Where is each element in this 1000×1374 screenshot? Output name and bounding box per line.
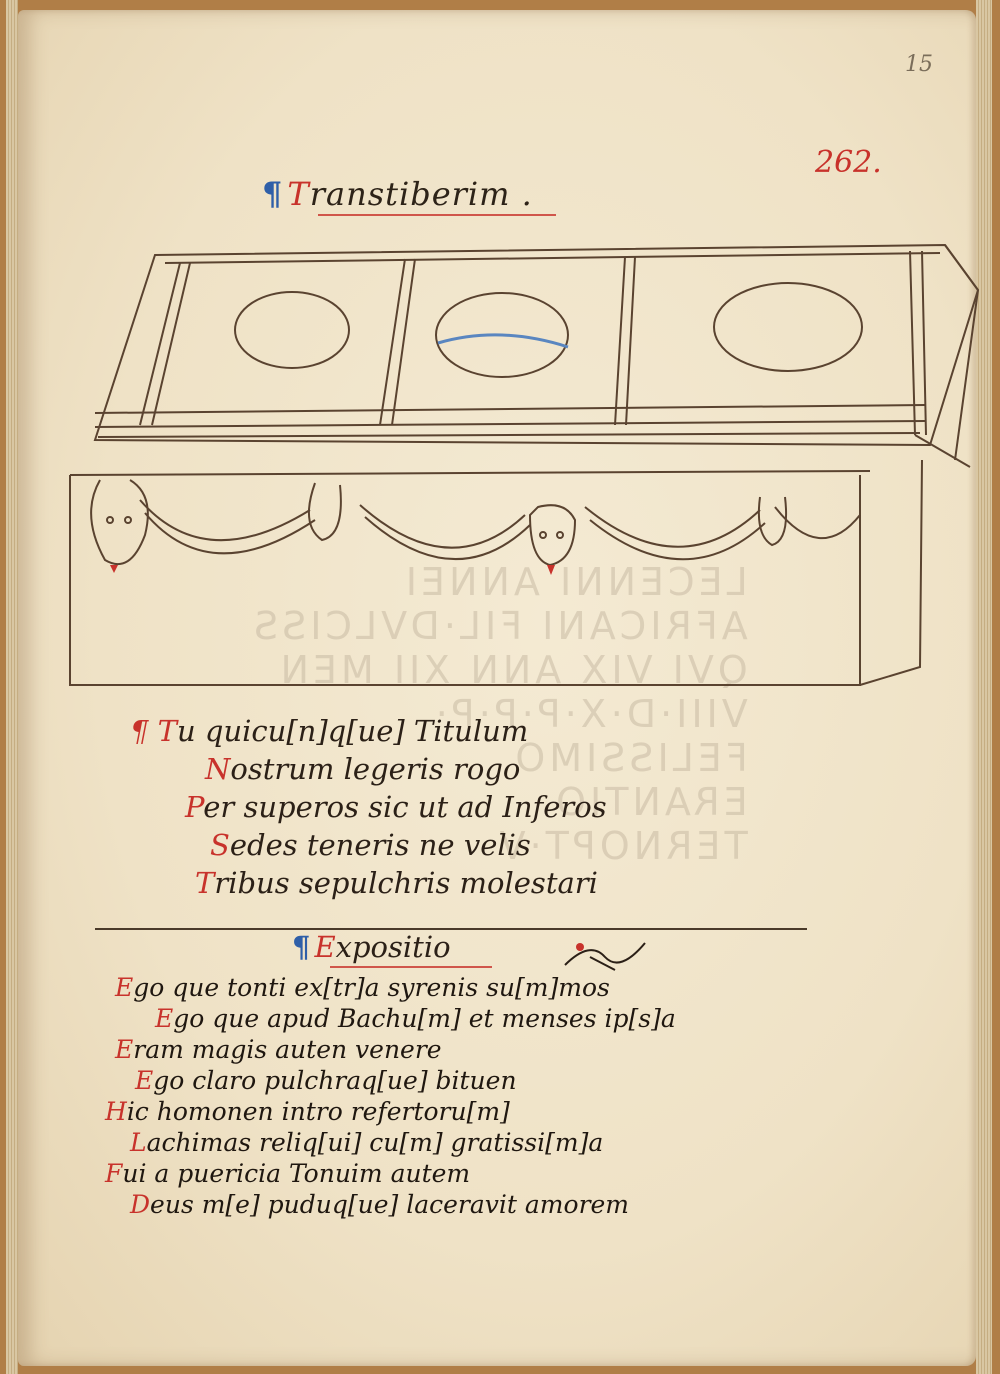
commentary-block: Ego que tonti ex[tr]a syrenis su[m]mos E… [95,972,676,1220]
line-initial: E [115,1035,134,1064]
line-initial: P [185,790,204,824]
inscription-line: Per superos sic ut ad Inferos [130,788,607,826]
expositio-heading: ¶Expositio [292,930,451,964]
commentary-line: Ego que apud Bachu[m] et menses ip[s]a [95,1003,676,1034]
reference-number: 262. [815,145,882,180]
pilcrow-mark: ¶ [292,930,311,964]
line-initial: L [130,1128,147,1157]
pilcrow-mark: ¶ [130,714,149,748]
inscription-line: ¶ Tu quicu[n]q[ue] Titulum [130,712,607,750]
flourish-decoration [564,942,646,971]
inscription-line: Tribus sepulchris molestari [130,864,607,902]
expositio-underline [330,966,492,968]
line-text: u quicu[n]q[ue] Titulum [177,714,529,748]
line-text: ui a puericia Tonuim autem [122,1159,471,1188]
line-text: achimas reliq[ui] cu[m] gratissi[m]a [146,1128,604,1157]
page-edge-left [6,0,18,1374]
line-text: go que tonti ex[tr]a syrenis su[m]mos [133,973,610,1002]
heading-text: xpositio [335,930,451,964]
line-initial: S [210,828,230,862]
inscription-line: Nostrum legeris rogo [130,750,607,788]
line-initial: E [155,1004,174,1033]
line-text: ic homonen intro refertoru[m] [126,1097,510,1126]
line-text: go que apud Bachu[m] et menses ip[s]a [173,1004,676,1033]
folio-number: 15 [905,52,933,77]
line-text: ram magis auten venere [133,1035,442,1064]
line-initial: E [135,1066,154,1095]
commentary-line: Ego claro pulchraq[ue] bituen [95,1065,676,1096]
page-heading: ¶Transtiberim . [262,175,533,213]
line-initial: T [157,714,178,748]
inscription-line: Sedes teneris ne velis [130,826,607,864]
line-initial: H [105,1097,127,1126]
commentary-line: Eram magis auten venere [95,1034,676,1065]
heading-underline [318,214,556,216]
line-text: edes teneris ne velis [229,828,531,862]
commentary-line: Lachimas reliq[ui] cu[m] gratissi[m]a [95,1127,676,1158]
pilcrow-mark: ¶ [262,175,284,213]
section-divider [95,928,807,930]
parchment-leaf [18,10,976,1366]
page-edge-right [976,0,992,1374]
line-text: go claro pulchraq[ue] bituen [153,1066,517,1095]
heading-initial: E [314,930,336,964]
line-text: ribus sepulchris molestari [214,866,598,900]
line-initial: F [105,1159,123,1188]
commentary-line: Deus m[e] puduq[ue] laceravit amorem [95,1189,676,1220]
heading-initial: T [287,175,310,213]
line-text: eus m[e] puduq[ue] laceravit amorem [150,1190,630,1219]
heading-text: ranstiberim . [309,175,533,213]
commentary-line: Fui a puericia Tonuim autem [95,1158,676,1189]
commentary-line: Hic homonen intro refertoru[m] [95,1096,676,1127]
line-initial: E [115,973,134,1002]
sarcophagus-drawing [69,243,980,686]
line-initial: T [195,866,215,900]
line-text: ostrum legeris rogo [230,752,521,786]
line-initial: D [130,1190,151,1219]
inscription-block: ¶ Tu quicu[n]q[ue] Titulum Nostrum leger… [130,712,607,902]
line-text: er superos sic ut ad Inferos [203,790,607,824]
commentary-line: Ego que tonti ex[tr]a syrenis su[m]mos [95,972,676,1003]
line-initial: N [205,752,231,786]
